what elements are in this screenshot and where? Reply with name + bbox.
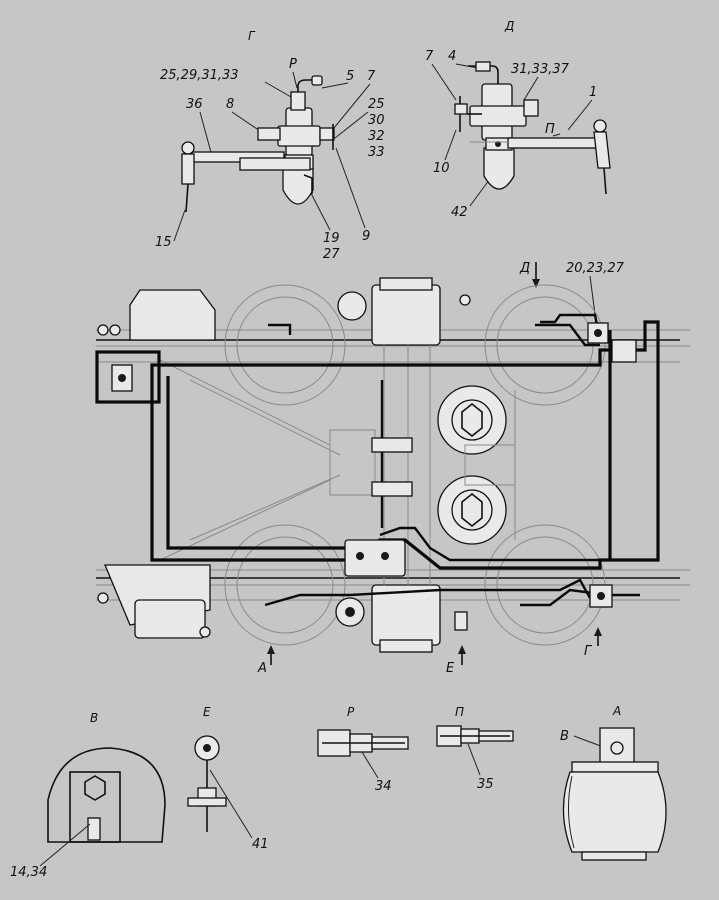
view-d-detail: Д 7 4 31,33,37 1 П 10 42: [425, 19, 611, 220]
label-31-33-37: 31,33,37: [511, 62, 570, 77]
label-10: 10: [433, 161, 450, 176]
view-v-title: В: [90, 711, 98, 725]
label-d-7: 7: [425, 49, 434, 64]
view-e-title: Е: [203, 705, 211, 719]
label-25: 25: [368, 97, 385, 112]
view-r-title: Р: [347, 705, 355, 719]
label-35: 35: [477, 777, 494, 792]
label-32: 32: [368, 129, 385, 144]
label-41: 41: [252, 837, 269, 852]
view-d-title: Д: [504, 19, 514, 33]
label-33: 33: [368, 145, 385, 160]
label-8: 8: [226, 97, 234, 112]
label-34: 34: [375, 779, 392, 794]
label-p: П: [545, 122, 555, 137]
view-a-detail: А В: [560, 704, 667, 861]
main-label-g: Г: [584, 644, 593, 659]
label-5: 5: [346, 69, 354, 84]
view-g-title: Г: [248, 29, 256, 43]
label-19: 19: [323, 231, 340, 246]
label-42: 42: [451, 205, 468, 220]
label-30: 30: [368, 113, 385, 128]
view-p-detail: П 35: [436, 705, 514, 792]
view-e-detail: Е 41: [187, 705, 269, 852]
label-1: 1: [589, 85, 597, 100]
main-label-d: Д: [519, 261, 530, 276]
label-v: В: [560, 729, 569, 744]
label-20-23-27: 20,23,27: [566, 261, 625, 276]
main-label-a: А: [257, 661, 267, 676]
view-r-detail: Р 34: [317, 705, 409, 794]
label-9: 9: [362, 229, 370, 244]
label-14-34: 14,34: [10, 865, 47, 880]
view-v-detail: В 14,34: [10, 711, 166, 880]
label-15: 15: [155, 235, 172, 250]
label-27: 27: [323, 247, 340, 262]
label-r: Р: [289, 57, 297, 72]
label-36: 36: [186, 97, 203, 112]
main-label-e: Е: [446, 661, 455, 676]
label-25-29-31-33: 25,29,31,33: [160, 68, 239, 83]
main-plan-view: Д 20,23,27 А Е Г: [95, 261, 690, 676]
view-g-detail: Г 25,29,31,33 Р 5 7 36 8 25 30 32 33 15 …: [155, 29, 385, 262]
label-4: 4: [448, 49, 456, 64]
view-p-title: П: [455, 705, 464, 719]
label-7: 7: [367, 69, 376, 84]
view-a-title: А: [612, 704, 621, 718]
